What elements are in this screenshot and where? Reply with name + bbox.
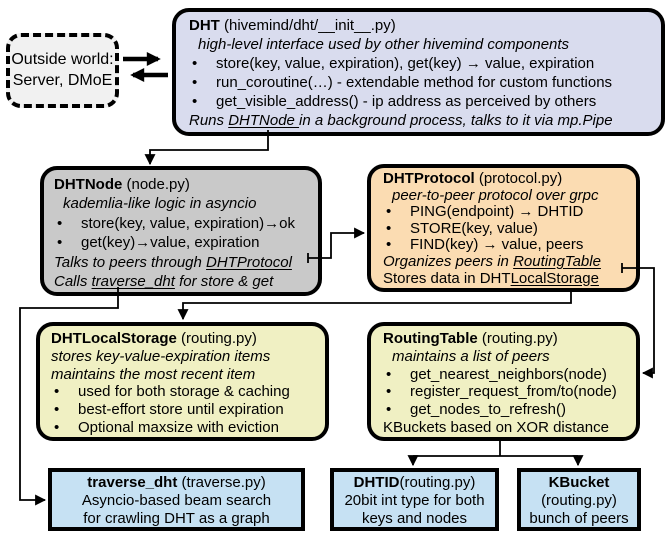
dhtprotocol-bullet-store: •STORE(key, value) (386, 219, 538, 237)
routingtable-reference: RoutingTable (513, 252, 601, 270)
dhtlocalstorage-box: DHTLocalStorage (routing.py) stores key-… (36, 322, 329, 441)
dhtnode-subtitle: kademlia-like logic in asyncio (63, 195, 257, 213)
dhtlocalstorage-file-name: (routing.py) (176, 330, 257, 347)
dhtlocalstorage-bullet-besteffort: •best-effort store until expiration (54, 401, 284, 419)
dhtlocalstorage-class-name: DHTLocalStorage (51, 330, 177, 347)
kbucket-box: KBucket (routing.py) bunch of peers (517, 468, 641, 531)
dhtnode-title: DHTNode (node.py) (54, 175, 316, 194)
dhtnode-footer-traverse: Calls traverse_dht for store & get (54, 273, 274, 291)
dht-bullet-store-get: •store(key, value, expiration), get(key)… (192, 55, 595, 72)
dhtlocalstorage-subtitle1: stores key-value-expiration items (51, 347, 271, 365)
dhtnode-box: DHTNode (node.py) kademlia-like logic in… (40, 166, 322, 296)
traverse-dht-box: traverse_dht (traverse.py) Asyncio-based… (48, 468, 305, 531)
dhtid-file-name: (routing.py) (399, 474, 476, 491)
dhtprotocol-file-name: (protocol.py) (474, 170, 563, 187)
dhtprotocol-box: DHTProtocol (protocol.py) peer-to-peer p… (367, 164, 640, 292)
dhtprotocol-footer-localstorage: Stores data in DHTLocalStorage (383, 269, 599, 287)
traverse-dht-line3: for crawling DHT as a graph (83, 510, 270, 527)
dhtlocalstorage-title: DHTLocalStorage (routing.py) (51, 330, 323, 348)
traverse-dht-line2: Asyncio-based beam search (81, 492, 272, 509)
dhtprotocol-title: DHTProtocol (protocol.py) (383, 170, 634, 188)
routingtable-file-name: (routing.py) (477, 330, 558, 347)
dhtprotocol-footer-routingtable: Organizes peers in RoutingTable (383, 252, 601, 270)
dhtnode-class-name: DHTNode (54, 176, 123, 193)
dhtprotocol-reference: DHTProtocol (206, 253, 292, 271)
routingtable-bullet-register: •register_request_from/to(node) (386, 383, 617, 401)
dht-footer: Runs DHTNode in a background process, ta… (189, 112, 613, 129)
dht-bullet-get-visible-address: •get_visible_address() - ip address as p… (192, 93, 597, 110)
routingtable-bullet-neighbors: •get_nearest_neighbors(node) (386, 365, 607, 383)
dhtnode-footer-protocol: Talks to peers through DHTProtocol (54, 253, 292, 271)
dhtid-title: DHTID(routing.py) (334, 474, 495, 492)
routingtable-subtitle: maintains a list of peers (392, 347, 550, 365)
traverse-dht-reference: traverse_dht (91, 273, 175, 291)
dhtnode-bullet-get: •get(key)→value, expiration (57, 234, 260, 252)
routingtable-box: RoutingTable (routing.py) maintains a li… (367, 322, 640, 441)
outside-world-box: Outside world: Server, DMoE (6, 33, 119, 108)
dhtnode-file-name: (node.py) (122, 176, 190, 193)
traverse-dht-title: traverse_dht (traverse.py) (52, 474, 301, 492)
dhtid-line2: 20bit int type for both (344, 492, 485, 509)
dht-bullet-run-coroutine: •run_coroutine(…) - extendable method fo… (192, 74, 613, 91)
routingtable-bullet-refresh: •get_nodes_to_refresh() (386, 401, 566, 419)
dhtid-box: DHTID(routing.py) 20bit int type for bot… (330, 468, 499, 531)
dht-file-name: (hivemind/dht/__init__.py) (219, 17, 396, 34)
traverse-dht-function-name: traverse_dht (87, 474, 178, 491)
kbucket-title: KBucket (548, 474, 610, 491)
routingtable-title: RoutingTable (routing.py) (383, 330, 634, 348)
kbucket-file-name: (routing.py) (541, 492, 617, 509)
dht-title: DHT (hivemind/dht/__init__.py) (189, 16, 657, 35)
kbucket-line3: bunch of peers (529, 510, 629, 527)
dhtprotocol-bullet-ping: •PING(endpoint) → DHTID (386, 203, 584, 221)
dhtid-line3: keys and nodes (361, 510, 468, 527)
dht-subtitle: high-level interface used by other hivem… (198, 36, 570, 53)
dhtid-class-name: DHTID (353, 474, 400, 491)
dht-box: DHT (hivemind/dht/__init__.py) high-leve… (172, 8, 665, 136)
traverse-dht-file-name: (traverse.py) (177, 474, 266, 491)
dhtprotocol-subtitle: peer-to-peer protocol over grpc (392, 186, 599, 204)
outside-world-line2: Server, DMoE (12, 72, 113, 89)
localstorage-reference: LocalStorage (510, 269, 599, 287)
dhtlocalstorage-subtitle2: maintains the most recent item (51, 365, 256, 383)
dht-class-name: DHT (189, 17, 220, 34)
routingtable-class-name: RoutingTable (383, 330, 478, 347)
routingtable-footer: KBuckets based on XOR distance (383, 418, 609, 436)
outside-world-line1: Outside world: (11, 51, 114, 68)
dhtprotocol-bullet-find: •FIND(key) → value, peers (386, 236, 584, 254)
dhtprotocol-class-name: DHTProtocol (383, 170, 475, 187)
dhtnode-reference: DHTNode (228, 112, 300, 129)
dhtlocalstorage-bullet-maxsize: •Optional maxsize with eviction (54, 418, 279, 436)
dhtlocalstorage-bullet-usage: •used for both storage & caching (54, 383, 290, 401)
dhtnode-bullet-store: •store(key, value, expiration)→ok (57, 214, 295, 232)
